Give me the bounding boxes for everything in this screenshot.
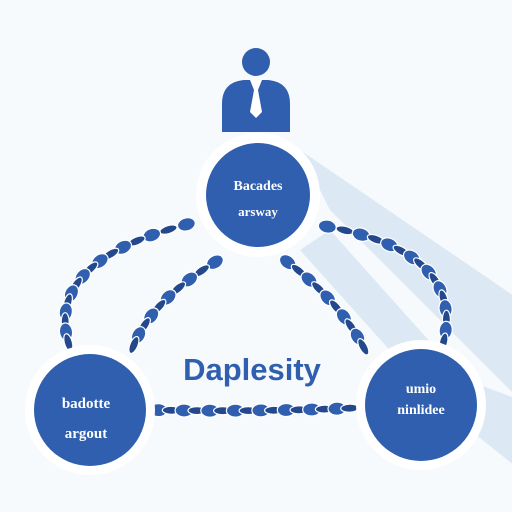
chain-right-inner	[278, 254, 370, 356]
chain-left-inner	[128, 254, 224, 355]
chain-link	[176, 217, 196, 232]
node-right-label-2: ninlidee	[397, 403, 444, 418]
center-title: Daplesity	[183, 352, 322, 387]
chain-right-outer	[317, 219, 453, 352]
person-icon	[222, 48, 290, 132]
person-tie	[250, 80, 262, 118]
chain-bottom	[148, 401, 360, 418]
node-left-label-1: badotte	[62, 396, 111, 412]
node-right-label-1: umio	[406, 382, 436, 397]
node-right-fill	[365, 349, 477, 461]
chain-link	[128, 335, 140, 355]
node-left-fill	[34, 354, 146, 466]
top-node-shadow	[300, 150, 512, 392]
node-top-label-2: arsway	[238, 204, 278, 219]
chain-link	[317, 219, 337, 234]
chain-left-outer	[58, 217, 196, 352]
node-left: badotte argout	[25, 345, 155, 475]
chain-link	[142, 227, 162, 243]
chain-link	[357, 338, 370, 356]
node-right: umio ninlidee	[356, 340, 486, 470]
node-top-fill	[206, 143, 310, 247]
node-top-label-1: Bacades	[234, 179, 284, 194]
node-left-label-2: argout	[65, 426, 108, 442]
node-top: Bacades arsway	[196, 133, 320, 257]
chain-link	[159, 224, 178, 235]
person-head	[242, 48, 270, 76]
